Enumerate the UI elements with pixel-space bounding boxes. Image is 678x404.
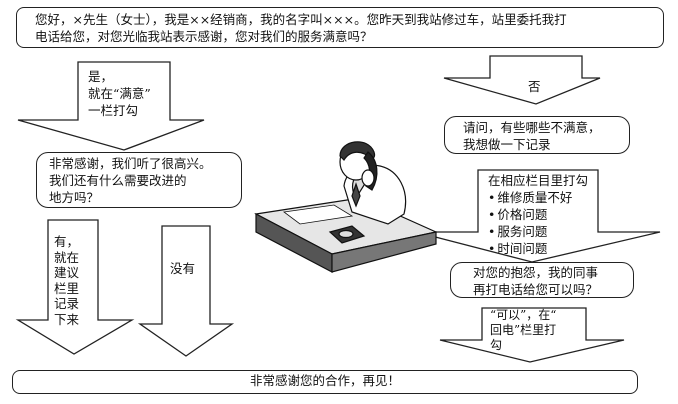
callback-line-1: 对您的抱怨，我的同事 xyxy=(473,265,599,280)
have-arrow-text: 有， 就在 建议 栏里 记录 下来 xyxy=(54,234,79,327)
ask-box: 请问，有些哪些不满意， 我想做一下记录 xyxy=(444,116,630,154)
callback-box: 对您的抱怨，我的同事 再打电话给您可以吗？ xyxy=(450,262,634,298)
ok-arrow-text: “可以”，在“ 回电”栏里打 勾 xyxy=(490,308,556,353)
ask-line-1: 请问，有些哪些不满意， xyxy=(463,120,601,135)
have-line-5: 记录 xyxy=(54,296,80,311)
greeting-line-1: 您好，×先生（女士），我是××经销商，我的名字叫×××。您昨天到我站修过车，站里… xyxy=(35,12,567,27)
check-options-title: 在相应栏目里打勾 xyxy=(488,173,589,188)
ask-line-2: 我想做一下记录 xyxy=(463,137,551,152)
none-arrow-label: 没有 xyxy=(170,261,196,276)
thanks-box: 非常感谢，我们听了很高兴。 我们还有什么需要改进的 地方吗？ xyxy=(36,152,242,208)
ok-line-2: 回电”栏里打 xyxy=(490,323,557,337)
have-line-2: 就在 xyxy=(54,249,80,265)
check-options-text: 在相应栏目里打勾 维修质量不好 价格问题 服务问题 时间问题 xyxy=(488,172,588,257)
have-arrow xyxy=(15,219,135,355)
thanks-line-1: 非常感谢，我们听了很高兴。 xyxy=(49,156,212,171)
check-options-list: 维修质量不好 价格问题 服务问题 时间问题 xyxy=(488,189,588,257)
option-price: 价格问题 xyxy=(488,206,588,223)
have-line-4: 栏里 xyxy=(54,280,80,296)
yes-arrow xyxy=(17,61,205,151)
ok-line-3: 勾 xyxy=(490,338,503,352)
operator-illustration xyxy=(254,141,438,273)
thanks-line-3: 地方吗？ xyxy=(49,190,100,205)
option-time: 时间问题 xyxy=(488,240,588,257)
yes-arrow-line-2: 就在“满意” xyxy=(88,86,151,101)
closing-box: 非常感谢您的合作，再见！ xyxy=(12,370,638,394)
yes-arrow-text: 是， 就在“满意” 一栏打勾 xyxy=(88,68,151,119)
ok-arrow xyxy=(439,307,625,363)
greeting-line-2: 电话给您，对您光临我站表示感谢，您对我们的服务满意吗？ xyxy=(35,29,373,44)
yes-arrow-line-1: 是， xyxy=(88,69,114,84)
option-quality: 维修质量不好 xyxy=(488,189,588,206)
option-service: 服务问题 xyxy=(488,223,588,240)
have-line-6: 下来 xyxy=(54,311,80,327)
closing-text: 非常感谢您的合作，再见！ xyxy=(249,373,400,388)
no-arrow xyxy=(443,55,601,105)
have-line-1: 有， xyxy=(54,234,80,249)
have-line-3: 建议 xyxy=(54,265,80,280)
thanks-line-2: 我们还有什么需要改进的 xyxy=(49,173,187,188)
none-arrow xyxy=(137,225,235,357)
ok-line-1: “可以”，在“ xyxy=(490,308,557,322)
callback-line-2: 再打电话给您可以吗？ xyxy=(473,282,599,297)
yes-arrow-line-3: 一栏打勾 xyxy=(88,103,139,118)
greeting-box: 您好，×先生（女士），我是××经销商，我的名字叫×××。您昨天到我站修过车，站里… xyxy=(16,7,664,48)
no-arrow-label: 否 xyxy=(528,79,541,94)
